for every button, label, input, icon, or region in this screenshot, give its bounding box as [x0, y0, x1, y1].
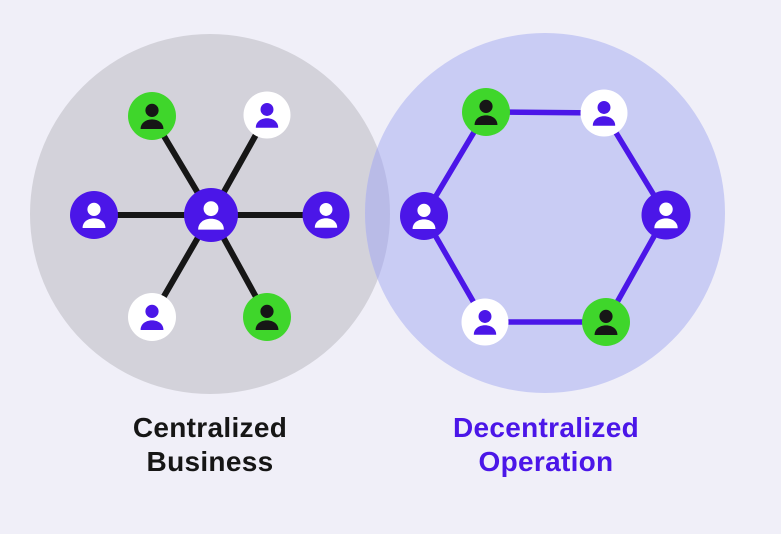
- decentralized-node-peer: [641, 190, 691, 240]
- network-decentralized: [400, 88, 691, 346]
- centralized-node-member: [302, 191, 350, 239]
- caption-decentralized: Decentralized Operation: [396, 411, 696, 479]
- caption-centralized: Centralized Business: [60, 411, 360, 479]
- centralized-node-member: [70, 191, 118, 239]
- decentralized-node-peer: [582, 298, 630, 346]
- decentralized-node-peer: [400, 192, 448, 240]
- centralized-node-member: [243, 293, 291, 341]
- caption-decentralized-line2: Operation: [478, 446, 614, 477]
- caption-decentralized-line1: Decentralized: [453, 412, 639, 443]
- decentralized-node-peer: [580, 89, 628, 137]
- decentralized-node-peer: [462, 88, 510, 136]
- decentralized-node-peer: [461, 298, 509, 346]
- network-centralized: [70, 91, 350, 341]
- caption-centralized-line1: Centralized: [132, 412, 288, 443]
- caption-centralized-line2: Business: [146, 446, 274, 477]
- centralized-node-member: [128, 92, 176, 140]
- centralized-node-hub: [184, 188, 238, 242]
- centralized-node-member: [243, 91, 291, 139]
- venn-circle-decentralized: [365, 33, 725, 393]
- centralized-node-member: [128, 293, 176, 341]
- network-layer: [70, 88, 691, 346]
